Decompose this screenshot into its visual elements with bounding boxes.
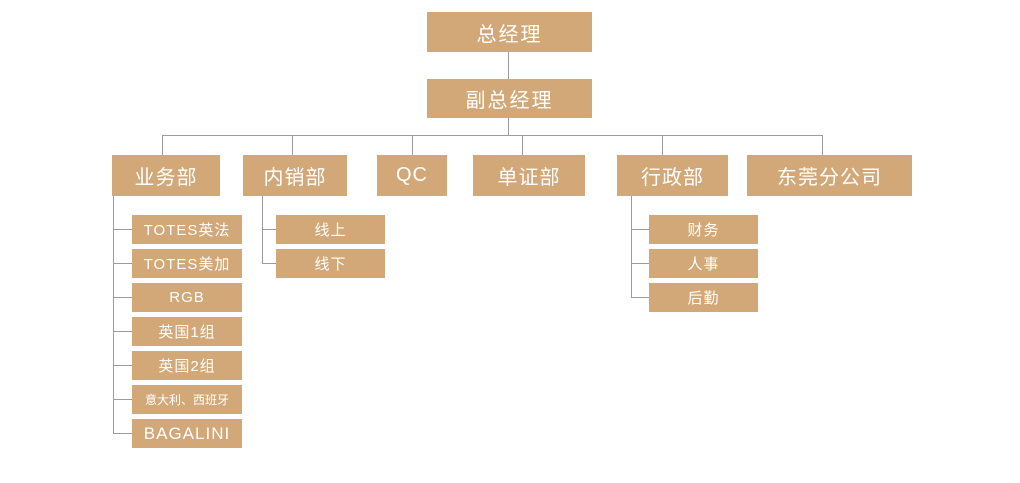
connector-deputy-bus — [508, 118, 509, 136]
org-node-totes-us-canada: TOTES美加 — [132, 249, 242, 278]
org-node-bagalini: BAGALINI — [132, 419, 242, 448]
connector-stub-dongguan — [822, 135, 823, 155]
connector-tick — [113, 433, 132, 434]
connector-tick — [113, 399, 132, 400]
connector-stub-documentation — [522, 135, 523, 155]
org-node-totes-uk-france: TOTES英法 — [132, 215, 242, 244]
org-node-online: 线上 — [276, 215, 385, 244]
connector-tick — [113, 297, 132, 298]
connector-stub-domestic-sales — [292, 135, 293, 155]
org-node-dongguan-branch: 东莞分公司 — [747, 155, 912, 196]
org-node-logistics: 后勤 — [649, 283, 758, 312]
connector-tick — [631, 263, 649, 264]
org-node-qc: QC — [377, 155, 447, 196]
org-node-business-dept: 业务部 — [112, 155, 220, 196]
connector-spine-business — [113, 196, 114, 433]
connector-tick — [262, 263, 276, 264]
connector-root-deputy — [508, 52, 509, 79]
org-node-general-manager: 总经理 — [427, 12, 592, 52]
connector-stub-business — [162, 135, 163, 155]
connector-tick — [113, 331, 132, 332]
org-node-finance: 财务 — [649, 215, 758, 244]
connector-stub-qc — [412, 135, 413, 155]
org-node-admin-dept: 行政部 — [617, 155, 728, 196]
connector-tick — [113, 365, 132, 366]
org-node-offline: 线下 — [276, 249, 385, 278]
connector-tick — [262, 229, 276, 230]
connector-tick — [113, 229, 132, 230]
org-node-uk-group-2: 英国2组 — [132, 351, 242, 380]
org-node-italy-spain: 意大利、西班牙 — [132, 385, 242, 414]
connector-tick — [631, 297, 649, 298]
org-node-uk-group-1: 英国1组 — [132, 317, 242, 346]
connector-stub-admin — [662, 135, 663, 155]
connector-tick — [631, 229, 649, 230]
connector-spine-admin — [631, 196, 632, 297]
org-node-hr: 人事 — [649, 249, 758, 278]
connector-bus — [162, 135, 823, 136]
org-node-documentation-dept: 单证部 — [473, 155, 585, 196]
connector-tick — [113, 263, 132, 264]
org-node-domestic-sales-dept: 内销部 — [243, 155, 347, 196]
org-node-deputy-general-manager: 副总经理 — [427, 79, 592, 118]
org-node-rgb: RGB — [132, 283, 242, 312]
